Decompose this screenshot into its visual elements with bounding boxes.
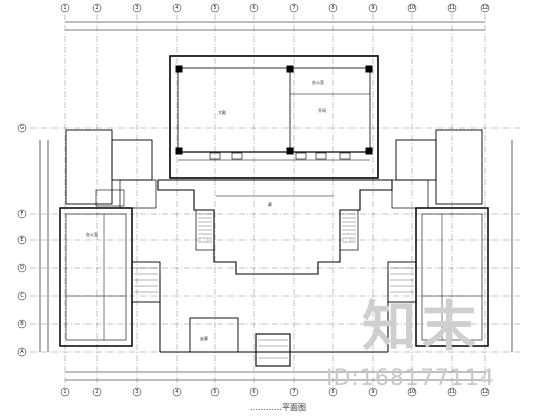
- grid-label: 8: [331, 389, 334, 395]
- right-wing: [387, 129, 489, 347]
- room-label: 廊: [268, 201, 272, 207]
- bottom-grid-bubbles: [60, 387, 490, 397]
- room-label: 开间: [318, 107, 326, 113]
- top-grid-labels: 1 2 3 4 5 6 7 8 9 10 11 12: [63, 5, 488, 11]
- grid-label: 7: [292, 5, 295, 11]
- watermark-id: ID:168177114: [326, 366, 495, 391]
- grid-label: 7: [292, 389, 295, 395]
- left-wing: [59, 129, 161, 347]
- grid-label: 5: [213, 5, 216, 11]
- grid-label: 4: [175, 389, 178, 395]
- grid-label: 9: [371, 5, 374, 11]
- grid-label: 6: [252, 5, 255, 11]
- hall-fixtures: [209, 152, 351, 160]
- room-label: 走廊: [200, 335, 208, 341]
- grid-label: 12: [482, 5, 488, 11]
- grid-label: 6: [252, 389, 255, 395]
- grid-label: D: [20, 265, 24, 271]
- grid-label: 2: [95, 5, 98, 11]
- grid-label: A: [20, 349, 24, 355]
- grid-label: 1: [63, 389, 66, 395]
- room-label: 大殿: [218, 109, 226, 115]
- grid-label: 4: [175, 5, 178, 11]
- grid-label: E: [20, 237, 23, 243]
- grid-label: C: [20, 293, 24, 299]
- drawing-caption: …………平面图: [250, 403, 306, 412]
- watermark-logo: 知末: [362, 295, 482, 358]
- top-grid-bubbles: [60, 3, 490, 13]
- left-grid-bubbles: [17, 123, 27, 357]
- dimension-lines: [39, 21, 513, 381]
- grid-label: 3: [135, 389, 138, 395]
- grid-label: 2: [95, 389, 98, 395]
- grid-label: 11: [449, 389, 455, 395]
- grid-axes-vertical: [64, 14, 486, 390]
- grid-label: F: [21, 211, 24, 217]
- south-entrance: [159, 274, 389, 367]
- grid-label: 5: [213, 389, 216, 395]
- grid-label: 12: [482, 389, 488, 395]
- main-hall: [169, 55, 379, 179]
- courtyard-terrace: [157, 179, 393, 275]
- room-label: 办公室: [312, 79, 324, 85]
- grid-label: B: [20, 321, 24, 327]
- grid-label: 10: [409, 389, 415, 395]
- grid-label: G: [20, 125, 24, 131]
- grid-label: 9: [371, 389, 374, 395]
- grid-label: 3: [135, 5, 138, 11]
- grid-label: 8: [331, 5, 334, 11]
- grid-label: 10: [409, 5, 415, 11]
- bottom-grid-labels: 1 2 3 4 5 6 7 8 9 10 11 12: [63, 389, 488, 395]
- left-grid-labels: G F E D C B A: [20, 125, 24, 355]
- grid-label: 11: [449, 5, 455, 11]
- grid-label: 1: [63, 5, 66, 11]
- room-label: 办公室: [86, 231, 98, 237]
